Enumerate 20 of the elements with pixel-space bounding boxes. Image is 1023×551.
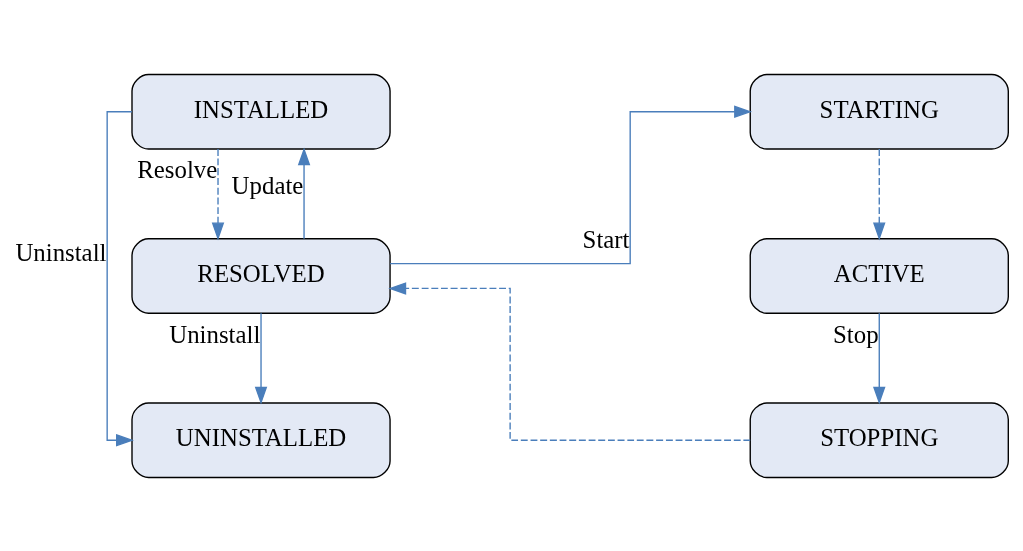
- arrow: [873, 147, 886, 240]
- arrow: [389, 105, 753, 264]
- node-box: RESOLVED: [131, 237, 391, 314]
- edge-label: Start: [582, 225, 630, 253]
- arrow: [873, 312, 886, 405]
- node-box: UNINSTALLED: [131, 401, 391, 478]
- edge-label: Stop: [833, 320, 879, 348]
- arrow: [297, 146, 311, 239]
- arrow: [254, 312, 268, 405]
- arrow: [211, 147, 225, 240]
- edge-label: Uninstall: [15, 238, 107, 266]
- arrow: [388, 281, 751, 441]
- edge-label: Resolve: [137, 155, 218, 183]
- node-box: INSTALLED: [131, 73, 391, 150]
- edge-label: Update: [231, 171, 304, 199]
- node-box: STARTING: [749, 73, 1009, 150]
- edge-label: Uninstall: [169, 320, 261, 348]
- node-box: STOPPING: [749, 401, 1009, 478]
- arrow: [106, 110, 134, 446]
- node-box: ACTIVE: [749, 237, 1009, 314]
